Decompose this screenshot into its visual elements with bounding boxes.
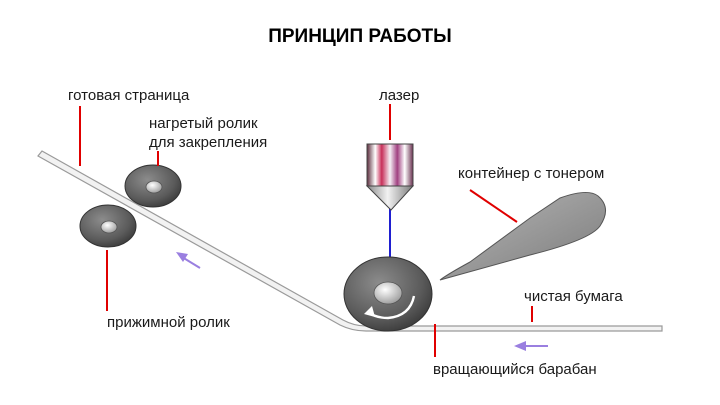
label-clean-paper: чистая бумага — [524, 288, 623, 305]
label-pressure-roller: прижимной ролик — [107, 314, 230, 331]
heated-roller — [124, 164, 182, 208]
rotating-drum — [343, 256, 433, 332]
label-toner-container: контейнер с тонером — [458, 165, 604, 182]
pressure-roller — [79, 204, 137, 248]
direction-arrow-icon — [176, 252, 201, 269]
label-rotating-drum: вращающийся барабан — [433, 361, 597, 378]
laser-emitter-icon — [365, 143, 415, 211]
label-finished-page: готовая страница — [68, 87, 190, 104]
label-heated-roller-2: для закрепления — [149, 134, 267, 151]
toner-container — [439, 192, 606, 281]
label-laser: лазер — [379, 87, 419, 104]
label-heated-roller-1: нагретый ролик — [149, 115, 258, 132]
leader-toner — [469, 189, 518, 223]
page-title: ПРИНЦИП РАБОТЫ — [268, 26, 452, 47]
direction-arrow-icon — [514, 341, 548, 351]
paper-sheet — [37, 150, 663, 332]
